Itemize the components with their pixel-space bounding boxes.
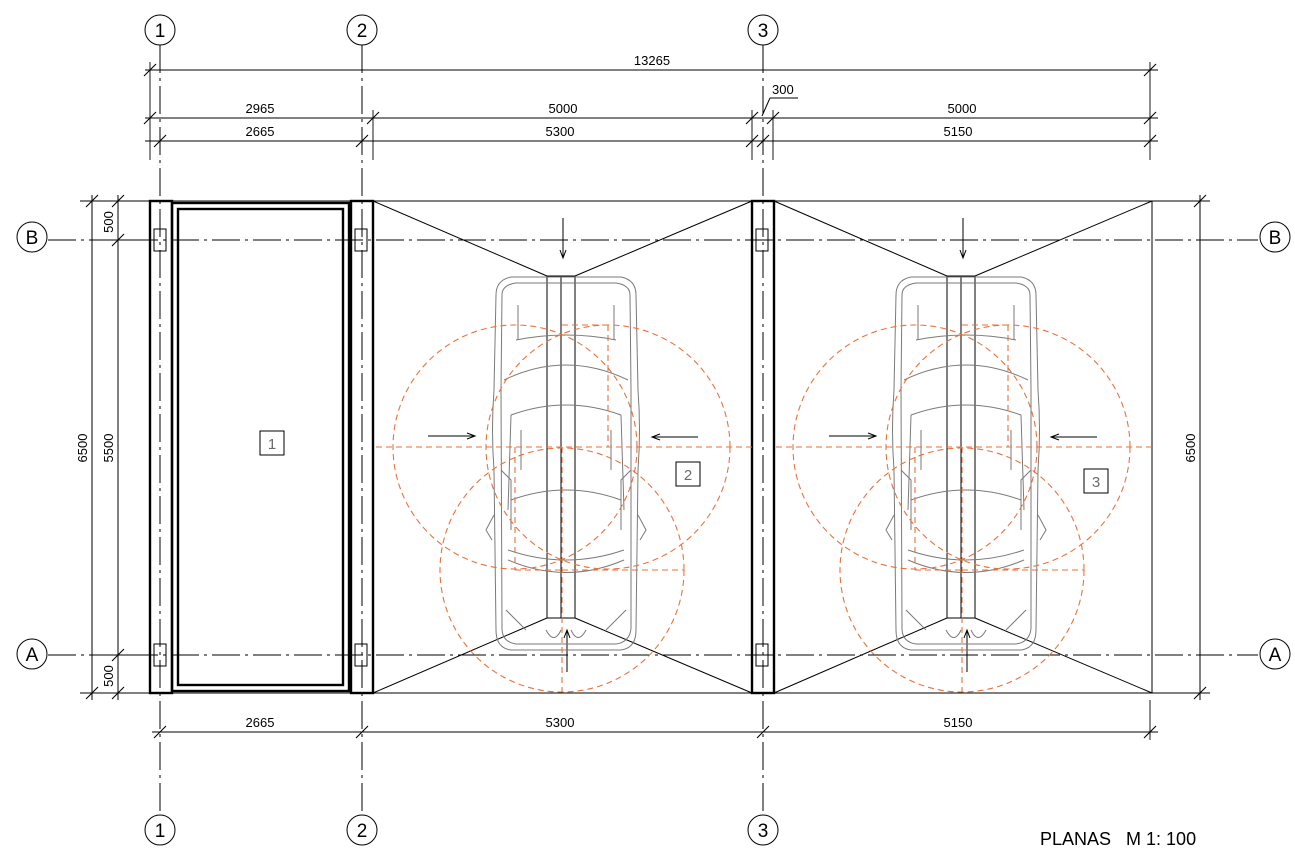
room-tag-2 bbox=[675, 461, 701, 487]
dim-top-row2-b: 5300 bbox=[546, 124, 575, 139]
axis-label-b-right: B bbox=[1269, 228, 1282, 249]
axis-bubble-1-bottom bbox=[144, 814, 176, 846]
dim-right-outer: 6500 bbox=[1183, 434, 1198, 463]
right-dimensions: 6500 bbox=[1150, 194, 1210, 700]
bottom-dimensions: 2665 5300 5150 bbox=[152, 700, 1158, 740]
room-1-inner bbox=[176, 207, 345, 687]
room-1: 1 bbox=[259, 430, 285, 456]
wall-axis-1 bbox=[148, 199, 174, 695]
axis-bubble-3-bottom bbox=[747, 814, 779, 846]
axis-bubble-1-top bbox=[144, 14, 176, 46]
axis-bubble-b-right bbox=[1259, 221, 1291, 253]
axis-bubble-2-top bbox=[346, 14, 378, 46]
dim-top-total: 13265 bbox=[634, 53, 670, 68]
column-2a bbox=[354, 643, 368, 667]
axis-bubble-a-left bbox=[16, 638, 48, 670]
axis-label-a-right: A bbox=[1269, 645, 1282, 666]
axis-bubbles-top: 1 2 3 bbox=[144, 14, 779, 46]
room-label-2: 2 bbox=[684, 467, 692, 484]
axis-bubble-2-bottom bbox=[346, 814, 378, 846]
axis-label-a-left: A bbox=[26, 645, 39, 666]
dim-bottom-a: 2665 bbox=[246, 715, 275, 730]
column-3b bbox=[755, 228, 769, 252]
axis-label-1-top: 1 bbox=[155, 21, 166, 42]
building-outline bbox=[148, 199, 1153, 695]
column-1a bbox=[153, 643, 167, 667]
left-dimensions: 6500 500 5500 500 bbox=[75, 194, 150, 700]
axis-label-1-bottom: 1 bbox=[155, 821, 166, 842]
axis-lines bbox=[48, 45, 1258, 815]
dim-top-row1-b: 5000 bbox=[549, 101, 578, 116]
room-tag-1 bbox=[259, 430, 285, 456]
column-1b bbox=[153, 228, 167, 252]
parking-bay-3: 3 bbox=[773, 200, 1153, 694]
axis-bubbles-sides: B B A A bbox=[16, 221, 1291, 670]
room-label-1: 1 bbox=[268, 436, 276, 453]
room-1-outer bbox=[170, 201, 351, 693]
axis-label-3-top: 3 bbox=[758, 21, 769, 42]
axis-label-b-left: B bbox=[26, 228, 39, 249]
column-3a bbox=[755, 643, 769, 667]
scale-note: PLANAS M 1: 100 bbox=[1040, 829, 1196, 849]
dim-bottom-c: 5150 bbox=[944, 715, 973, 730]
dim-top-row2-c: 5150 bbox=[944, 124, 973, 139]
room-label-3: 3 bbox=[1092, 474, 1100, 491]
parking-bay-2: 2 bbox=[372, 200, 753, 694]
axis-label-2-bottom: 2 bbox=[357, 821, 368, 842]
axis-bubble-b-left bbox=[16, 221, 48, 253]
axis-bubble-3-top bbox=[747, 14, 779, 46]
wall-axis-2 bbox=[349, 199, 375, 695]
axis-bubble-a-right bbox=[1259, 638, 1291, 670]
dim-bottom-b: 5300 bbox=[546, 715, 575, 730]
dim-left-inner-top: 500 bbox=[101, 211, 116, 233]
axis-label-2-top: 2 bbox=[357, 21, 368, 42]
axis-bubbles-bottom: 1 2 3 bbox=[144, 814, 779, 846]
top-dimensions: 13265 2965 5000 5000 300 2665 5300 5150 bbox=[143, 53, 1158, 160]
dim-left-inner-bottom: 500 bbox=[101, 665, 116, 687]
dim-left-outer: 6500 bbox=[75, 434, 90, 463]
axis-label-3-bottom: 3 bbox=[758, 821, 769, 842]
room-tag-3 bbox=[1083, 468, 1109, 494]
dim-top-row2-a: 2665 bbox=[246, 124, 275, 139]
dim-left-inner-mid: 5500 bbox=[101, 434, 116, 463]
dim-top-gap: 300 bbox=[772, 82, 794, 97]
dim-top-row1-a: 2965 bbox=[246, 101, 275, 116]
column-2b bbox=[354, 228, 368, 252]
dim-top-row1-c: 5000 bbox=[948, 101, 977, 116]
